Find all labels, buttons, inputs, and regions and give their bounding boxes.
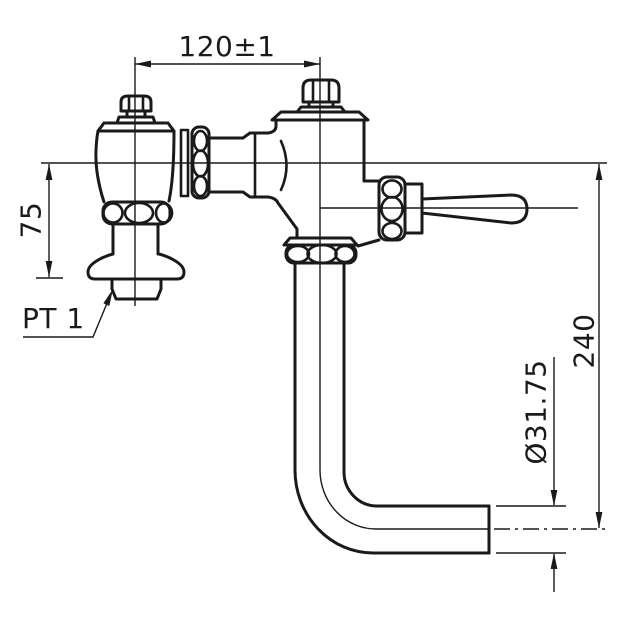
thread-label: PT 1 xyxy=(22,289,113,338)
outlet-pipe xyxy=(293,261,491,555)
inlet-pipe-walls xyxy=(207,131,270,199)
main-valve-centerline xyxy=(319,57,489,530)
inlet-thread-stub xyxy=(110,277,163,301)
arrow-up-icon xyxy=(550,553,558,569)
left-valve xyxy=(86,94,211,301)
arrow-right-icon xyxy=(304,60,320,68)
dimension-inlet-height: 75 xyxy=(15,164,63,279)
escutcheon-bell xyxy=(86,252,186,281)
inlet-pipe xyxy=(207,131,270,199)
left-hex-cap xyxy=(119,94,153,113)
spud-nut-knurl xyxy=(285,244,311,264)
handle-nut-knurl xyxy=(381,179,403,199)
arrow-up-icon xyxy=(45,164,53,180)
arrow-left-icon xyxy=(135,60,151,68)
main-valve-body-left xyxy=(266,118,299,240)
spud-nut xyxy=(284,243,358,265)
dim-value-pipe-diameter: Ø31.75 xyxy=(520,359,553,464)
left-hex-cap-facets xyxy=(127,95,145,113)
main-hex-cap-facets xyxy=(311,79,331,104)
left-valve-shank xyxy=(111,222,160,256)
locknut-knurl xyxy=(123,201,155,225)
leader-arrow-icon xyxy=(103,289,113,306)
inlet-coupling-knurl xyxy=(192,129,209,153)
main-valve xyxy=(266,78,529,265)
lever-handle xyxy=(420,193,529,225)
centerlines xyxy=(41,57,610,530)
dim-value-top-width: 120±1 xyxy=(178,30,275,63)
dim-value-inlet-height: 75 xyxy=(15,202,48,239)
locknut-knurl xyxy=(154,202,174,224)
spud-nut-knurl xyxy=(306,243,338,265)
spud-nut-knurl xyxy=(334,244,356,264)
left-valve-bonnet xyxy=(96,121,176,133)
locknut-knurl xyxy=(102,202,124,224)
arrow-down-icon xyxy=(595,512,603,528)
arrow-down-icon xyxy=(550,490,558,506)
dim-value-outlet-drop: 240 xyxy=(568,314,601,369)
thread-label-text: PT 1 xyxy=(22,302,85,335)
dimension-top-width: 120±1 xyxy=(135,30,320,68)
leader-line xyxy=(23,295,111,338)
inlet-coupling-knurl xyxy=(192,174,209,198)
main-hex-cap xyxy=(301,78,341,104)
main-valve-bonnet xyxy=(270,110,370,122)
spud-flange xyxy=(282,236,359,247)
left-valve-body xyxy=(94,129,176,204)
dimension-pipe-diameter: Ø31.75 xyxy=(496,357,566,592)
main-valve-body-right xyxy=(356,118,381,248)
outlet-pipe-inner-wall xyxy=(342,261,491,508)
handle-nut-knurl xyxy=(381,221,403,241)
handle-nut-knurl xyxy=(380,195,404,223)
outlet-pipe-outer-wall xyxy=(293,261,491,555)
dimension-outlet-drop: 240 xyxy=(568,164,603,528)
arrow-up-icon xyxy=(595,164,603,180)
inlet-intersection-arc xyxy=(279,139,288,192)
arrow-down-icon xyxy=(45,261,53,277)
